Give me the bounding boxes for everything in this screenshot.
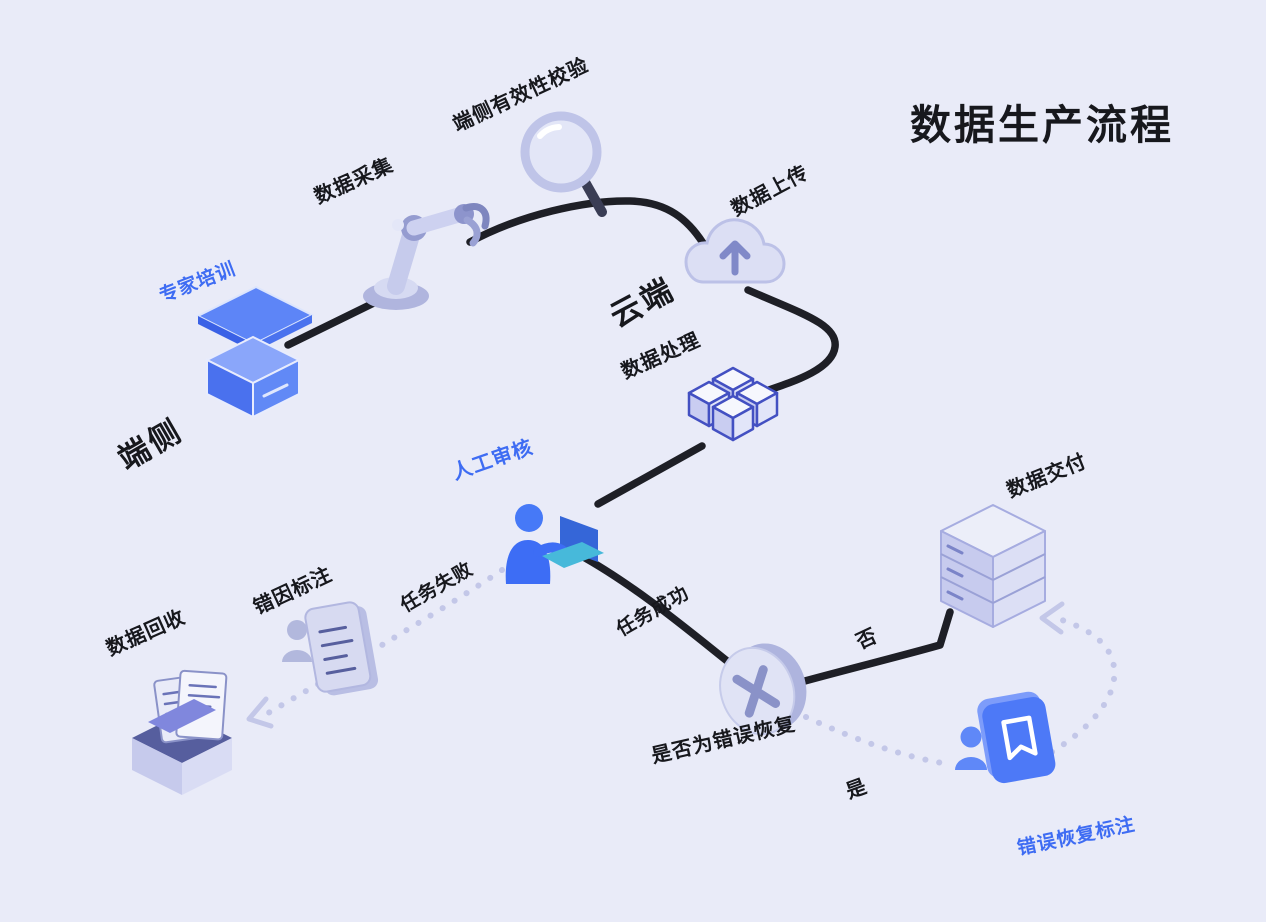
recycle-box-icon (132, 669, 232, 795)
dotted-arrowheads (246, 601, 1065, 729)
dotted-line-to-recycle (255, 681, 321, 722)
flow-line-upload-to-processing (744, 286, 839, 396)
reviewer-laptop-icon (505, 504, 604, 584)
flow-paths (284, 197, 954, 686)
expert-training-icon (195, 285, 315, 419)
cloud-upload-icon (684, 218, 786, 284)
arrow-chevron-recycle (246, 696, 274, 729)
flow-line-review-to-decision (574, 550, 740, 672)
data-cube-icon (687, 366, 779, 442)
decision-x-icon (719, 643, 807, 736)
error-recovery-book-icon (955, 691, 1056, 784)
dotted-line-recovery-to-delivery (1049, 617, 1118, 755)
page-title: 数据生产流程 (910, 102, 1174, 148)
arrow-chevron-delivery (1039, 601, 1065, 635)
dotted-line-task-failed (379, 567, 505, 648)
error-cause-doc-icon (282, 601, 379, 696)
flow-line-processing-to-review (594, 442, 706, 508)
dotted-line-yes (803, 714, 951, 767)
flow-line-decision-to-delivery (797, 608, 954, 686)
robot-arm-icon (363, 203, 490, 310)
dotted-paths (255, 567, 1118, 767)
flow-line-collection-to-upload (466, 197, 707, 247)
server-icon (940, 504, 1046, 628)
magnifier-icon (520, 111, 607, 217)
